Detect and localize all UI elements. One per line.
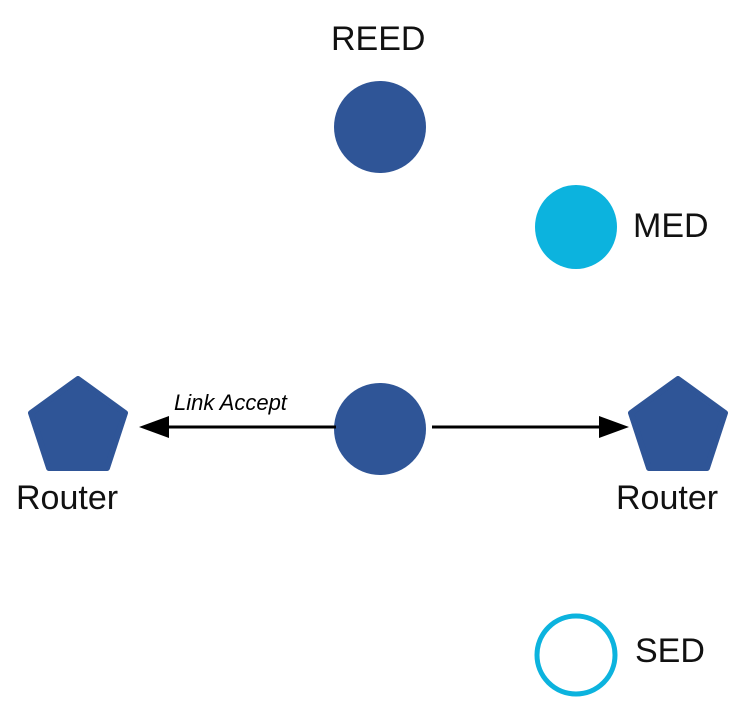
node-med-label: MED xyxy=(633,207,709,245)
edge-arrow-center-to-router-right xyxy=(432,416,629,438)
edge-arrow-center-to-router-left xyxy=(139,416,336,438)
node-router-left-label: Router xyxy=(16,479,119,517)
node-sed-circle-outline-icon[interactable] xyxy=(533,612,619,698)
node-router-right-pentagon-icon[interactable] xyxy=(628,376,728,472)
node-reed-label: REED xyxy=(331,20,426,58)
node-sed-label: SED xyxy=(635,632,705,670)
node-med-circle-icon[interactable] xyxy=(534,184,618,270)
node-router-right-label: Router xyxy=(616,479,719,517)
node-reed-circle-icon[interactable] xyxy=(333,80,427,174)
node-router-left-pentagon-icon[interactable] xyxy=(28,376,128,472)
edge-label-link-accept: Link Accept xyxy=(174,390,287,415)
node-center-circle-icon[interactable] xyxy=(333,382,427,476)
